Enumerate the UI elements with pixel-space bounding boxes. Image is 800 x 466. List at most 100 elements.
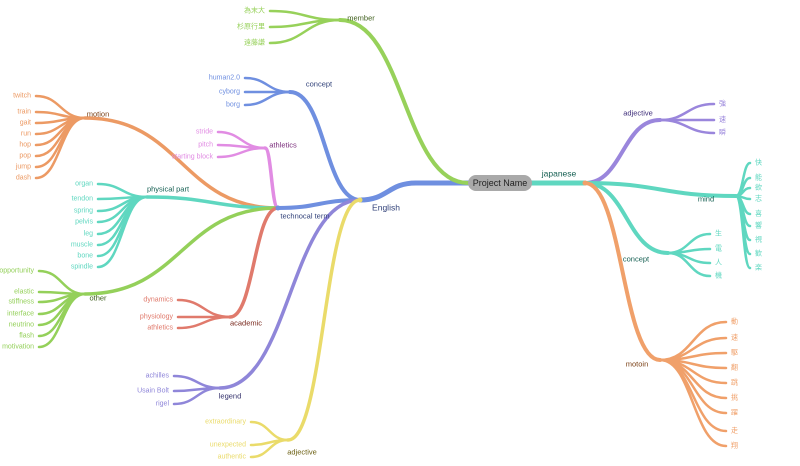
adjective-leaf-1[interactable]: unexpected — [209, 441, 246, 449]
concept-label[interactable]: concept — [305, 79, 333, 89]
motoin-leaf-0[interactable]: 動 — [731, 318, 738, 326]
member-leaf-0[interactable]: 為末大 — [244, 7, 265, 15]
athletics-edge — [263, 146, 280, 210]
motion-leaf-1[interactable]: train — [17, 108, 31, 116]
mind-label[interactable]: mind — [697, 194, 715, 204]
athletics-leaf-0[interactable]: stride — [195, 128, 213, 136]
motion-leaf-7[interactable]: dash — [15, 174, 31, 182]
other-label[interactable]: other — [89, 293, 107, 303]
member-leaf-2[interactable]: 遠藤謙 — [244, 39, 265, 47]
physical-leaf-3[interactable]: pelvis — [75, 218, 93, 226]
motion-leaf-0[interactable]: twitch — [13, 92, 31, 100]
athletics-edge-2 — [216, 146, 267, 159]
junction-dot-1 — [357, 197, 363, 203]
motion-leaf-5[interactable]: pop — [19, 152, 31, 160]
motoin-leaf-2[interactable]: 駆 — [731, 349, 738, 357]
motoin-leaf-6[interactable]: 躍 — [731, 409, 738, 417]
motoin-leaf-8[interactable]: 翔 — [731, 442, 738, 450]
english-trunk-edge — [357, 180, 419, 203]
legend-label[interactable]: legend — [218, 391, 242, 401]
physical-leaf-0[interactable]: organ — [75, 180, 93, 188]
mind-leaf-1[interactable]: 能 — [755, 174, 762, 182]
japanese-label[interactable]: japanese — [541, 168, 577, 179]
athletics-label[interactable]: athletics — [269, 140, 297, 150]
jp-concept-leaf-2[interactable]: 人 — [715, 259, 722, 267]
other-leaf-1[interactable]: elastic — [14, 288, 34, 296]
jp-concept-label[interactable]: concept — [622, 254, 650, 264]
jp-adjective-label[interactable]: adjective — [623, 108, 653, 118]
concept-leaf-0[interactable]: human2.0 — [208, 74, 240, 82]
root-node[interactable]: Project Name — [468, 175, 532, 191]
concept-leaf-1[interactable]: cyborg — [218, 88, 240, 96]
academic-leaf-2[interactable]: athletics — [147, 324, 173, 332]
motoin-leaf-5[interactable]: 挑 — [731, 394, 738, 402]
jp-adjective-leaf-2[interactable]: 瞬 — [719, 129, 726, 137]
physical-leaf-5[interactable]: muscle — [70, 241, 93, 249]
jp-adjective-leaf-1[interactable]: 速 — [719, 116, 726, 124]
adjective-leaf-0[interactable]: extraordinary — [205, 418, 246, 426]
athletics-leaf-1[interactable]: pitch — [198, 141, 213, 149]
academic-edge-2 — [176, 315, 232, 330]
adjective-leaf-2[interactable]: authentic — [217, 453, 246, 461]
motoin-label[interactable]: motoin — [625, 359, 649, 369]
mind-leaf-6[interactable]: 視 — [755, 236, 762, 244]
jp-concept-leaf-3[interactable]: 機 — [715, 272, 722, 280]
academic-leaf-1[interactable]: physiology — [139, 313, 173, 321]
other-leaf-5[interactable]: flash — [19, 332, 34, 340]
concept-edge-2 — [243, 90, 292, 107]
adjective-label[interactable]: adjective — [287, 447, 317, 457]
physical-label[interactable]: physical part — [146, 184, 190, 194]
academic-leaf-0[interactable]: dynamics — [143, 296, 173, 304]
english-label[interactable]: English — [372, 202, 400, 213]
legend-leaf-0[interactable]: achilles — [145, 372, 169, 380]
concept-edge-0 — [243, 76, 292, 94]
other-edge-5 — [37, 292, 87, 338]
tech-term-label[interactable]: technocal term — [280, 211, 330, 221]
mind-leaf-2[interactable]: 欲 — [755, 184, 762, 192]
physical-leaf-4[interactable]: leg — [83, 230, 93, 238]
motoin-edge-5 — [658, 358, 728, 400]
motoin-leaf-3[interactable]: 翻 — [731, 364, 738, 372]
concept-leaf-2[interactable]: borg — [225, 101, 240, 109]
athletics-leaf-2[interactable]: starting block — [171, 153, 213, 161]
academic-edge-0 — [176, 298, 232, 319]
physical-leaf-6[interactable]: bone — [77, 252, 93, 260]
junction-dot-3 — [582, 180, 588, 186]
jp-concept-leaf-0[interactable]: 生 — [715, 230, 722, 238]
legend-leaf-2[interactable]: rigel — [155, 400, 169, 408]
jp-adjective-edge-0 — [658, 102, 716, 122]
member-edge-2 — [268, 18, 342, 45]
member-label[interactable]: member — [347, 13, 375, 23]
academic-label[interactable]: academic — [229, 318, 263, 328]
other-leaf-4[interactable]: neutrino — [8, 321, 34, 329]
member-leaf-1[interactable]: 杉原行里 — [237, 23, 265, 31]
other-leaf-6[interactable]: motivation — [2, 343, 34, 351]
other-leaf-0[interactable]: opportunity — [0, 267, 34, 275]
motion-leaf-2[interactable]: gait — [19, 119, 31, 127]
mind-leaf-5[interactable]: 響 — [755, 222, 762, 230]
physical-leaf-7[interactable]: spindle — [70, 263, 93, 271]
legend-leaf-1[interactable]: Usain Bolt — [137, 387, 169, 395]
mind-leaf-7[interactable]: 歓 — [755, 250, 762, 258]
motion-leaf-4[interactable]: hop — [19, 141, 31, 149]
motion-edge-7 — [34, 116, 87, 180]
jp-adjective-leaf-0[interactable]: 強 — [719, 100, 726, 108]
jp-adjective-edge — [583, 118, 662, 185]
mind-leaf-4[interactable]: 喜 — [755, 210, 762, 218]
motion-label[interactable]: motion — [86, 109, 110, 119]
mind-leaf-0[interactable]: 快 — [755, 159, 762, 167]
jp-concept-leaf-1[interactable]: 電 — [715, 245, 722, 253]
motoin-leaf-1[interactable]: 速 — [731, 334, 738, 342]
mind-leaf-8[interactable]: 楽 — [755, 264, 762, 272]
motion-leaf-6[interactable]: jump — [15, 163, 31, 171]
other-leaf-3[interactable]: interface — [7, 310, 34, 318]
physical-leaf-1[interactable]: tendon — [71, 195, 93, 203]
mind-leaf-3[interactable]: 志 — [755, 195, 762, 203]
physical-leaf-2[interactable]: spring — [73, 207, 93, 215]
motion-leaf-3[interactable]: run — [20, 130, 31, 138]
motoin-leaf-7[interactable]: 走 — [731, 427, 738, 435]
other-leaf-2[interactable]: stiffness — [8, 298, 34, 306]
motoin-leaf-4[interactable]: 跳 — [731, 379, 738, 387]
